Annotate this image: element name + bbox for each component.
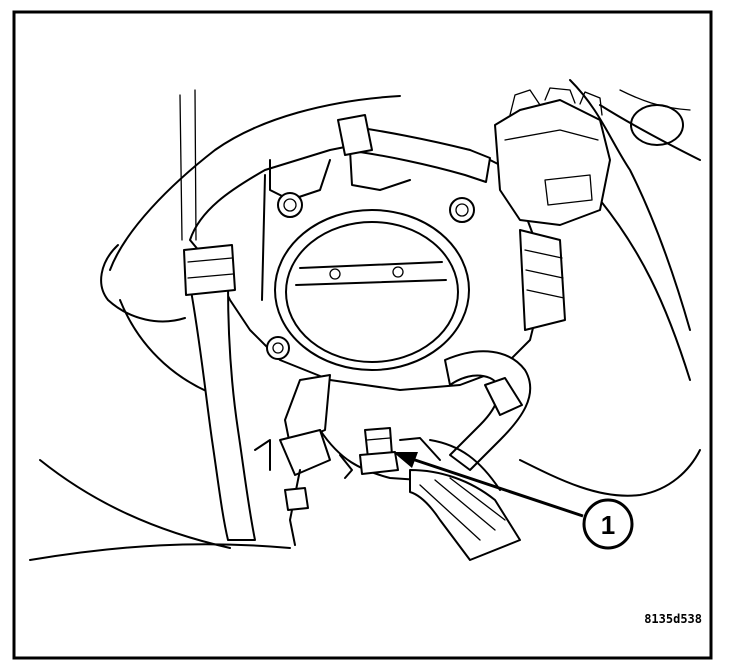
mounting-bolt-lower-left bbox=[266, 336, 290, 360]
mounting-bolt-upper-left bbox=[277, 192, 303, 218]
throttle-body-illustration bbox=[29, 79, 701, 561]
figure-id: 8135d538 bbox=[644, 612, 702, 626]
electrical-connector bbox=[494, 87, 611, 331]
mounting-bolt-upper-right bbox=[449, 197, 475, 223]
diagram-border bbox=[12, 10, 713, 660]
callout-1: 1 bbox=[393, 452, 634, 550]
throttle-bore bbox=[274, 209, 470, 371]
coolant-hose-left bbox=[183, 244, 256, 541]
callout-arrowhead bbox=[393, 452, 418, 468]
callout-bubble bbox=[582, 498, 634, 550]
callout-leader-line bbox=[399, 453, 584, 518]
callout-number: 1 bbox=[601, 510, 615, 540]
sensor-fitting bbox=[359, 427, 399, 475]
